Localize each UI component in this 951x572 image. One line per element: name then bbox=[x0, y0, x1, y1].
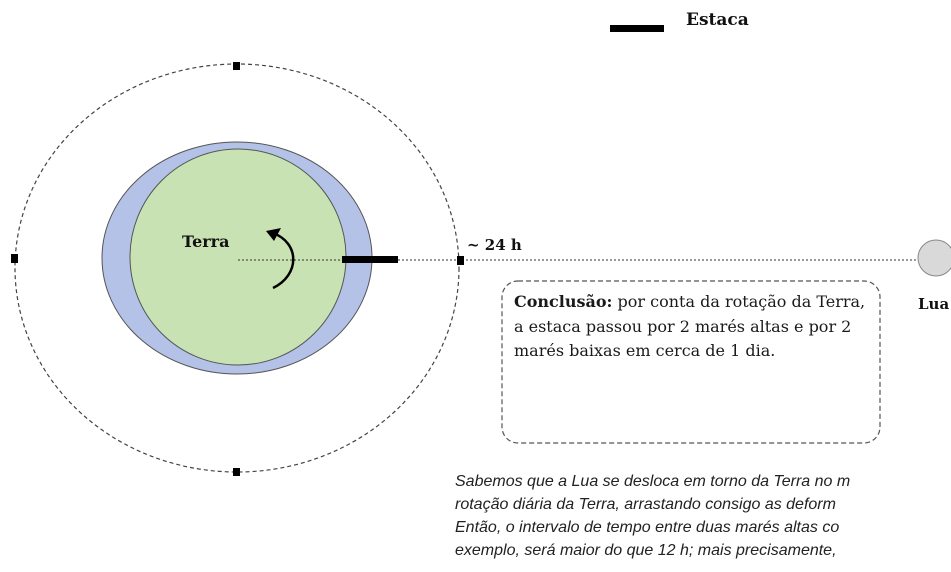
orbit-tick-left bbox=[11, 254, 18, 263]
explanation-note: Sabemos que a Lua se desloca em torno da… bbox=[455, 470, 951, 562]
stake-marker bbox=[342, 256, 398, 263]
moon-circle bbox=[917, 239, 951, 277]
earth-label: Terra bbox=[182, 232, 230, 251]
conclusion-box-border bbox=[501, 280, 881, 444]
moon-label: Lua bbox=[918, 295, 950, 313]
note-line-3: Então, o intervalo de tempo entre duas m… bbox=[455, 519, 840, 536]
conclusion-heading: Conclusão: bbox=[514, 292, 613, 311]
time-label: ~ 24 h bbox=[467, 236, 522, 254]
conclusion-body: por conta da rotação da Terra, a estaca … bbox=[514, 292, 866, 360]
earth-circle bbox=[129, 148, 347, 366]
conclusion-text: Conclusão: por conta da rotação da Terra… bbox=[514, 290, 874, 364]
legend-label: Estaca bbox=[686, 10, 749, 30]
note-line-2: rotação diária da Terra, arrastando cons… bbox=[455, 496, 836, 513]
rotation-arrow-icon bbox=[266, 228, 295, 290]
orbit-tick-right bbox=[457, 256, 464, 265]
note-line-4: exemplo, será maior do que 12 h; mais pr… bbox=[455, 542, 837, 559]
orbit-tick-bottom bbox=[233, 468, 240, 476]
orbit-tick-top bbox=[233, 62, 240, 70]
legend-stake-swatch bbox=[610, 25, 664, 32]
note-line-1: Sabemos que a Lua se desloca em torno da… bbox=[455, 473, 851, 490]
